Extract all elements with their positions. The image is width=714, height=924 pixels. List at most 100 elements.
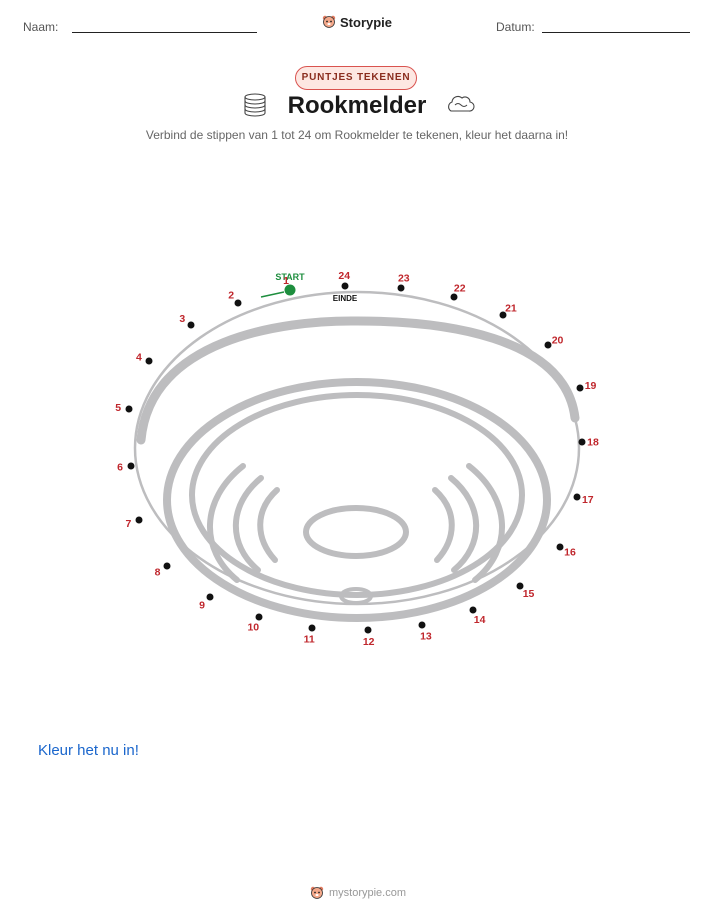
wave-right-3 bbox=[432, 487, 455, 563]
dot-number: 14 bbox=[474, 614, 486, 626]
dot-marker bbox=[544, 341, 552, 349]
dot-6: 6 bbox=[117, 462, 135, 474]
dot-21: 21 bbox=[499, 302, 517, 319]
footer-url[interactable]: mystorypie.com bbox=[329, 887, 407, 899]
dot-marker bbox=[418, 621, 426, 629]
date-label: Datum: bbox=[496, 20, 535, 34]
detector-button bbox=[303, 505, 409, 559]
dot-number: 17 bbox=[582, 494, 594, 506]
activity-badge: PUNTJES TEKENEN bbox=[295, 66, 417, 90]
dot-marker bbox=[163, 562, 171, 570]
dot-1: 1 bbox=[283, 275, 296, 296]
wave-right-1 bbox=[466, 463, 505, 583]
dot-marker bbox=[469, 606, 477, 614]
dot-number: 18 bbox=[587, 436, 599, 448]
dot-22: 22 bbox=[450, 283, 466, 301]
start-pointer bbox=[260, 291, 285, 298]
dot-number: 23 bbox=[398, 272, 410, 284]
dot-number: 13 bbox=[420, 630, 432, 642]
dot-7: 7 bbox=[126, 516, 143, 530]
detector-ring-outer bbox=[163, 378, 551, 622]
dot-2: 2 bbox=[228, 289, 242, 307]
dot-marker bbox=[341, 282, 349, 290]
dot-marker bbox=[308, 624, 316, 632]
smoke-detector-drawing bbox=[133, 290, 581, 622]
dot-number: 3 bbox=[179, 313, 185, 325]
date-line[interactable] bbox=[542, 32, 690, 33]
dot-10: 10 bbox=[247, 613, 263, 633]
dot-number: 1 bbox=[283, 275, 289, 287]
dot-number: 2 bbox=[228, 289, 234, 301]
dot-16: 16 bbox=[556, 543, 576, 559]
brand-logo: Storypie bbox=[322, 14, 392, 30]
dot-number: 22 bbox=[454, 283, 466, 295]
dot-number: 21 bbox=[505, 302, 517, 314]
dot-5: 5 bbox=[115, 402, 133, 414]
dot-marker bbox=[135, 516, 143, 524]
storypie-mascot-icon bbox=[322, 15, 336, 28]
dot-marker bbox=[450, 293, 458, 301]
dot-marker bbox=[145, 357, 153, 365]
dot-marker bbox=[206, 593, 214, 601]
dot-number: 20 bbox=[552, 335, 564, 347]
dot-number: 5 bbox=[115, 402, 121, 414]
name-line[interactable] bbox=[72, 32, 257, 33]
footer-mascot-icon bbox=[310, 886, 324, 899]
dot-13: 13 bbox=[418, 621, 432, 642]
dot-15: 15 bbox=[516, 582, 535, 600]
dot-17: 17 bbox=[573, 493, 594, 506]
dot-marker bbox=[127, 462, 135, 470]
dot-9: 9 bbox=[199, 593, 214, 612]
instructions: Verbind de stippen van 1 tot 24 om Rookm… bbox=[145, 128, 569, 142]
wave-left-2 bbox=[232, 475, 264, 573]
dot-19: 19 bbox=[576, 380, 597, 392]
detector-rim bbox=[136, 316, 580, 445]
dot-marker bbox=[234, 299, 242, 307]
wave-left-3 bbox=[257, 487, 280, 563]
dot-number: 11 bbox=[304, 634, 315, 646]
dot-number: 10 bbox=[247, 621, 259, 633]
dot-marker bbox=[576, 384, 584, 392]
wave-left-1 bbox=[207, 463, 246, 583]
dot-number: 7 bbox=[126, 518, 132, 530]
end-label: EINDE bbox=[333, 294, 358, 303]
wave-right-2 bbox=[448, 475, 480, 573]
page-title: Rookmelder bbox=[287, 92, 427, 119]
dot-marker bbox=[499, 311, 507, 319]
dot-8: 8 bbox=[155, 562, 171, 579]
dot-marker bbox=[255, 613, 263, 621]
dot-4: 4 bbox=[136, 351, 153, 365]
footer: mystorypie.com bbox=[310, 885, 406, 901]
dot-number: 8 bbox=[155, 567, 161, 579]
dot-marker bbox=[284, 284, 296, 296]
dot-number: 6 bbox=[117, 462, 123, 474]
dot-marker bbox=[397, 284, 405, 292]
dot-12: 12 bbox=[363, 626, 375, 648]
dot-marker bbox=[364, 626, 372, 634]
dot-23: 23 bbox=[397, 272, 410, 292]
dot-number: 4 bbox=[136, 351, 142, 363]
dot-11: 11 bbox=[304, 624, 316, 646]
start-label: START bbox=[275, 272, 305, 282]
smoke-cloud-icon bbox=[448, 95, 475, 112]
detector-ring-inner bbox=[189, 392, 525, 598]
dot-number: 24 bbox=[338, 270, 350, 282]
brand-name: Storypie bbox=[340, 14, 393, 30]
dot-20: 20 bbox=[544, 335, 564, 349]
dot-number: 16 bbox=[564, 547, 576, 559]
dot-marker bbox=[516, 582, 524, 590]
coin-stack-icon bbox=[244, 93, 266, 117]
dot-marker bbox=[125, 405, 133, 413]
dot-number: 9 bbox=[199, 600, 205, 612]
dot-marker bbox=[556, 543, 564, 551]
dot-24: 24 bbox=[338, 270, 350, 290]
dot-number: 19 bbox=[585, 380, 597, 392]
dot-18: 18 bbox=[578, 436, 599, 448]
color-prompt: Kleur het nu in! bbox=[38, 742, 139, 759]
dot-14: 14 bbox=[469, 606, 486, 626]
detector-led bbox=[339, 587, 373, 605]
dot-number: 12 bbox=[363, 636, 375, 648]
dot-3: 3 bbox=[179, 313, 195, 329]
